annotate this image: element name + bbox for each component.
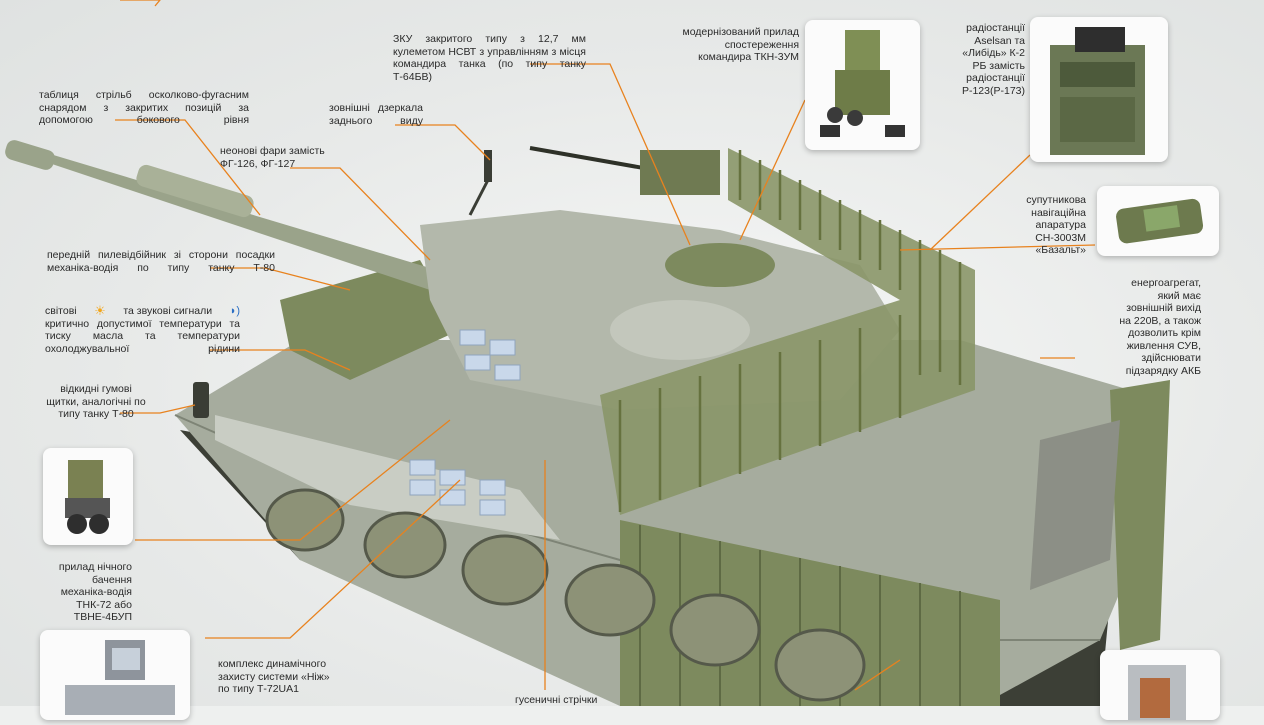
gps-card xyxy=(1097,186,1219,256)
neon-lights-label: неонові фари замість ФГ-126, ФГ-127 xyxy=(220,145,325,170)
signals-label-rest: критично допустимої температури та тиску… xyxy=(45,317,240,355)
tkn-label: модернізований прилад спостереження кома… xyxy=(682,26,799,63)
night-vision-label: прилад нічного бачення механіка-водія ТН… xyxy=(58,561,132,623)
generator-label: енергоагрегат, який має зовнішній вихід … xyxy=(1119,277,1201,377)
sound-icon: ◗) xyxy=(229,305,240,317)
sight-device-image xyxy=(65,640,175,715)
firing-table-label: таблиця стрільб осколково-фугасним снаря… xyxy=(39,89,249,126)
rubber-flaps-label: відкидні гумові щитки, аналогічні по тип… xyxy=(46,383,146,420)
night-vision-card xyxy=(43,448,133,545)
tkn-device-card xyxy=(805,20,920,150)
aa-gun-label: ЗКУ закритого типу з 12,7 мм кулеметом Н… xyxy=(393,33,586,83)
tkn-device-image xyxy=(820,30,905,137)
mirrors-label: зовнішні дзеркала заднього виду xyxy=(329,102,423,127)
signals-label: світові ☀ та звукові сигнали ◗) критично… xyxy=(45,303,240,355)
gps-device-image xyxy=(1116,198,1204,244)
sun-icon: ☀ xyxy=(94,303,106,318)
mudguard-label: передній пилевідбійник зі сторони посадк… xyxy=(47,249,275,274)
era-label: комплекс динамічного захисту системи «Ні… xyxy=(218,658,330,695)
camera-device-card xyxy=(1100,650,1220,720)
camera-device-image xyxy=(1128,665,1186,720)
radio-image xyxy=(1050,27,1145,155)
signals-label-mid: та звукові сигнали xyxy=(123,305,213,317)
tracks-label: гусеничні стрічки xyxy=(515,694,598,706)
radio-label: радіостанції Aselsan та «Либідь» К-2 РБ … xyxy=(961,22,1025,97)
sight-device-card xyxy=(40,630,190,720)
radio-card xyxy=(1030,17,1168,162)
night-vision-image xyxy=(65,460,110,534)
satnav-label: супутникова навігаційна апаратура СН-300… xyxy=(1026,194,1086,256)
signals-label-lead: світові xyxy=(45,305,77,317)
